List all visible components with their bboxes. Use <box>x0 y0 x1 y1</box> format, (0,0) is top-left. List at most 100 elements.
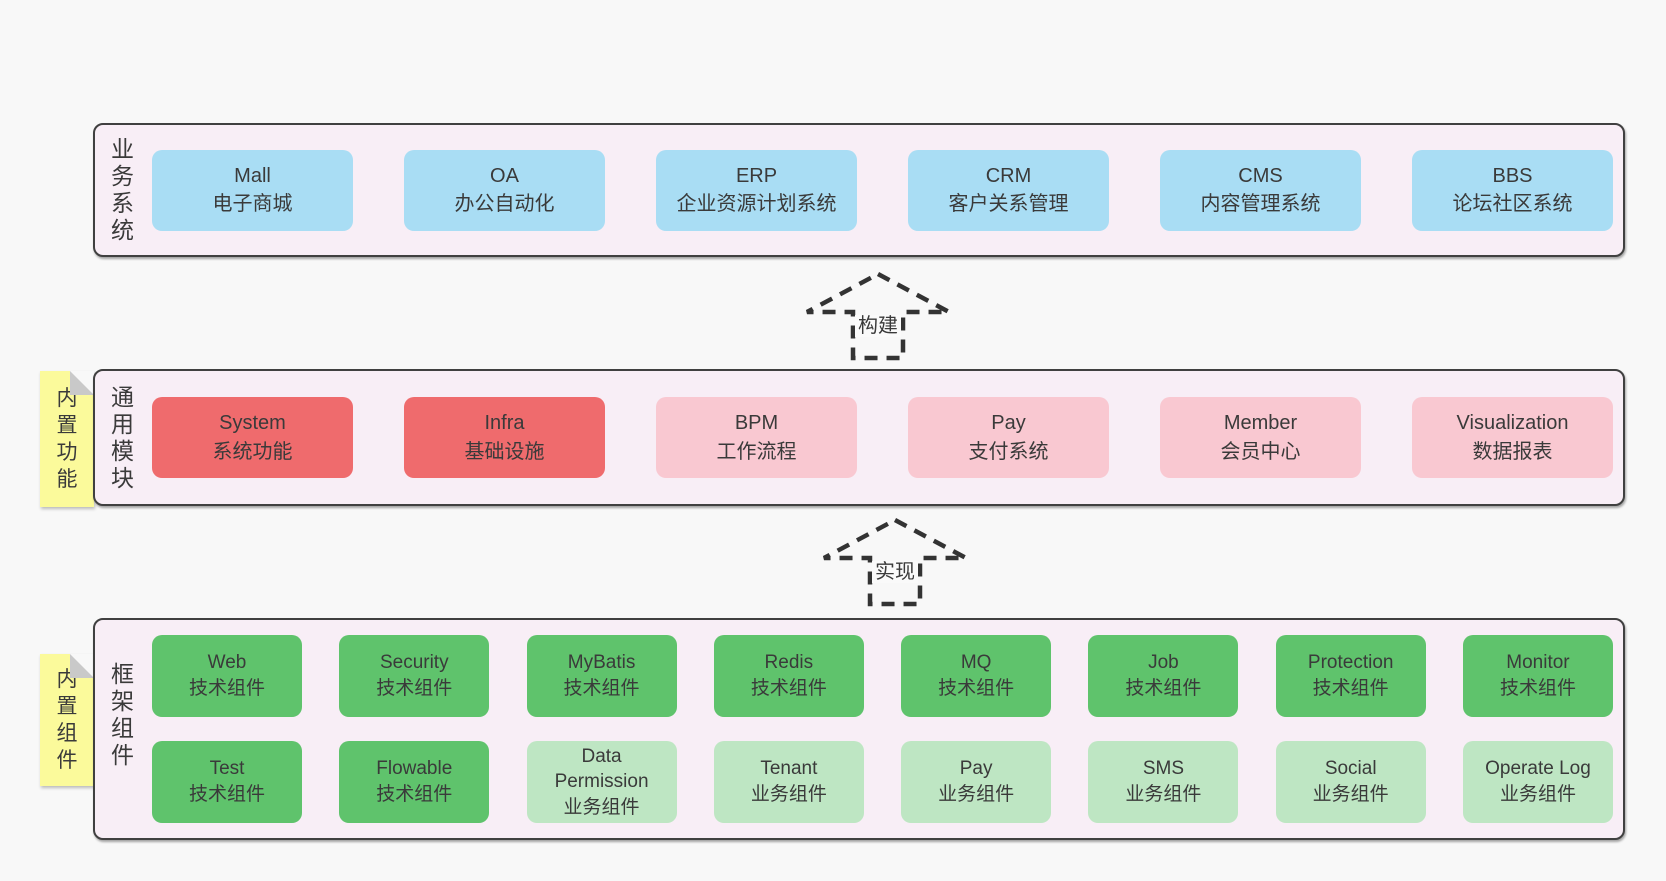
box-social: Social 业务组件 <box>1275 741 1426 823</box>
band-label-common-modules: 通用模块 <box>111 383 134 491</box>
box-operate-log: Operate Log 业务组件 <box>1462 741 1613 823</box>
box-name: BBS <box>1492 164 1533 187</box>
box-desc: 业务组件 <box>1312 784 1389 805</box>
box-job: Job 技术组件 <box>1088 635 1239 717</box>
box-security: Security 技术组件 <box>339 635 490 717</box>
box-desc: 客户关系管理 <box>948 193 1069 215</box>
framework-components-row-1: Web 技术组件 Security 技术组件 MyBatis 技术组件 Redi… <box>152 635 1613 717</box>
box-desc: 技术组件 <box>1125 678 1202 699</box>
implement-arrow-label: 实现 <box>872 561 918 583</box>
box-bbs: BBS 论坛社区系统 <box>1412 149 1613 231</box>
box-name: Job <box>1148 652 1179 674</box>
build-arrow: 构建 <box>803 271 953 361</box>
box-mybatis: MyBatis 技术组件 <box>526 635 677 717</box>
box-desc: 系统功能 <box>212 440 293 463</box>
box-infra: Infra 基础设施 <box>404 397 605 478</box>
framework-components-grid: Web 技术组件 Security 技术组件 MyBatis 技术组件 Redi… <box>152 635 1613 823</box>
box-crm: CRM 客户关系管理 <box>908 149 1109 231</box>
box-name: Infra <box>484 412 525 435</box>
box-desc: 业务组件 <box>750 784 827 805</box>
box-desc: 电子商城 <box>212 193 293 215</box>
box-name: System <box>219 412 286 435</box>
box-protection: Protection 技术组件 <box>1275 635 1426 717</box>
box-desc: 业务组件 <box>563 796 640 818</box>
box-name: Member <box>1223 412 1298 435</box>
box-redis: Redis 技术组件 <box>713 635 864 717</box>
box-bpm: BPM 工作流程 <box>656 397 857 478</box>
box-name: Monitor <box>1506 652 1570 674</box>
box-name: CMS <box>1238 164 1283 187</box>
box-tenant: Tenant 业务组件 <box>713 741 864 823</box>
box-visualization: Visualization 数据报表 <box>1412 397 1613 478</box>
box-name: OA <box>490 164 519 187</box>
box-desc: 业务组件 <box>1499 784 1576 805</box>
box-data-permission: Data Permission 业务组件 <box>526 741 677 823</box>
box-desc: 技术组件 <box>563 678 640 699</box>
box-name: Mall <box>234 164 271 187</box>
band-label-framework-components: 框架组件 <box>111 661 134 768</box>
box-erp: ERP 企业资源计划系统 <box>656 149 857 231</box>
box-desc: 内容管理系统 <box>1200 193 1321 215</box>
box-system: System 系统功能 <box>152 397 353 478</box>
common-modules-row: System 系统功能 Infra 基础设施 BPM 工作流程 Pay 支付系统… <box>152 397 1613 478</box>
box-sms: SMS 业务组件 <box>1088 741 1239 823</box>
box-name: SMS <box>1142 758 1184 780</box>
framework-components-row-2: Test 技术组件 Flowable 技术组件 Data Permission … <box>152 741 1613 823</box>
box-desc: 技术组件 <box>1499 678 1576 699</box>
box-name: ERP <box>735 164 778 187</box>
box-desc: 办公自动化 <box>454 193 555 215</box>
box-name: Protection <box>1307 652 1394 674</box>
box-name: Security <box>379 652 449 674</box>
box-name: MQ <box>960 652 992 674</box>
box-pay-system: Pay 支付系统 <box>908 397 1109 478</box>
box-cms: CMS 内容管理系统 <box>1160 149 1361 231</box>
box-name: Web <box>207 652 247 674</box>
up-arrow-icon <box>805 271 951 361</box>
box-member: Member 会员中心 <box>1160 397 1361 478</box>
implement-arrow: 实现 <box>820 517 970 607</box>
box-pay-component: Pay 业务组件 <box>901 741 1052 823</box>
box-desc: 论坛社区系统 <box>1452 193 1573 215</box>
business-systems-row: Mall 电子商城 OA 办公自动化 ERP 企业资源计划系统 CRM 客户关系… <box>152 149 1613 231</box>
box-desc: 业务组件 <box>938 784 1015 805</box>
box-desc: 技术组件 <box>1312 678 1389 699</box>
box-test: Test 技术组件 <box>152 741 302 823</box>
box-name: BPM <box>734 412 779 435</box>
box-desc: 支付系统 <box>968 440 1049 463</box>
box-desc: 基础设施 <box>464 440 545 463</box>
sticky-note-label: 内置组件 <box>56 668 78 772</box>
box-desc: 数据报表 <box>1472 440 1553 463</box>
box-desc: 业务组件 <box>1125 784 1202 805</box>
box-mall: Mall 电子商城 <box>152 149 353 231</box>
box-web: Web 技术组件 <box>152 635 302 717</box>
band-framework-components: 框架组件 Web 技术组件 Security 技术组件 MyBatis 技术组件… <box>93 618 1625 840</box>
sticky-note-builtin-components: 内置组件 <box>40 654 94 786</box>
box-desc: 技术组件 <box>188 784 265 805</box>
build-arrow-label: 构建 <box>855 315 901 337</box>
box-name: Pay <box>991 412 1026 435</box>
sticky-note-label: 内置功能 <box>56 387 78 491</box>
band-label-business-systems: 业务系统 <box>111 136 134 243</box>
box-name: Social <box>1324 758 1377 780</box>
box-oa: OA 办公自动化 <box>404 149 605 231</box>
box-desc: 技术组件 <box>188 678 265 699</box>
box-desc: 企业资源计划系统 <box>676 193 837 215</box>
box-desc: 技术组件 <box>750 678 827 699</box>
box-name: Redis <box>764 652 814 674</box>
box-desc: 工作流程 <box>716 440 797 463</box>
box-flowable: Flowable 技术组件 <box>339 741 490 823</box>
box-name: Data Permission <box>554 745 649 793</box>
box-name: Pay <box>959 758 993 780</box>
band-common-modules: 通用模块 System 系统功能 Infra 基础设施 BPM 工作流程 Pay… <box>93 369 1625 506</box>
box-name: CRM <box>985 164 1032 187</box>
box-desc: 技术组件 <box>938 678 1015 699</box>
box-name: Operate Log <box>1485 758 1591 780</box>
box-mq: MQ 技术组件 <box>901 635 1052 717</box>
sticky-note-builtin-features: 内置功能 <box>40 371 94 507</box>
box-name: MyBatis <box>567 652 636 674</box>
box-name: Tenant <box>760 758 818 780</box>
band-business-systems: 业务系统 Mall 电子商城 OA 办公自动化 ERP 企业资源计划系统 CRM… <box>93 123 1625 257</box>
box-monitor: Monitor 技术组件 <box>1462 635 1613 717</box>
box-desc: 技术组件 <box>376 678 453 699</box>
box-name: Flowable <box>376 758 453 780</box>
